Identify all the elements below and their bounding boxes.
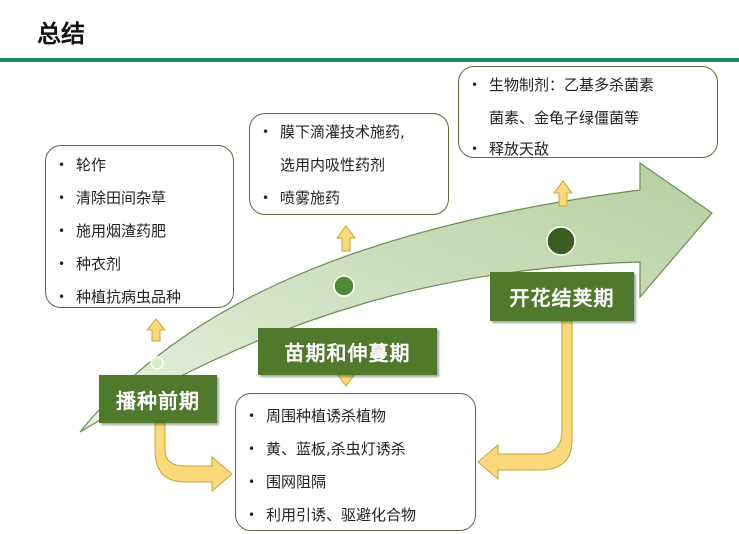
curved-arrow-icon: [477, 311, 573, 481]
stage-dot-1: [150, 356, 164, 370]
up-arrow-icon: [336, 225, 356, 252]
list-item: 种衣剂: [46, 248, 233, 281]
list-item: 清除田间杂草: [46, 182, 233, 215]
list-item: 黄、蓝板,杀虫灯诱杀: [236, 433, 475, 466]
list-item: 利用引诱、驱避化合物: [236, 499, 475, 532]
page-title: 总结: [37, 20, 85, 48]
stage-label-flowering: 开花结荚期: [490, 272, 634, 321]
stage-label-sowing: 播种前期: [99, 375, 217, 423]
stage-label-seedling: 苗期和伸蔓期: [258, 328, 437, 375]
list-item: 膜下滴灌技术施药,: [250, 116, 448, 149]
list-item: 施用烟渣药肥: [46, 215, 233, 248]
up-arrow-icon: [145, 318, 167, 342]
list-item: 周围种植诱杀植物: [236, 400, 475, 433]
stage-1-measures-box: 轮作 清除田间杂草 施用烟渣药肥 种衣剂 种植抗病虫品种: [45, 145, 234, 314]
list-item: 选用内吸性药剂: [280, 156, 386, 174]
common-measures-box: 周围种植诱杀植物 黄、蓝板,杀虫灯诱杀 围网阻隔 利用引诱、驱避化合物: [235, 393, 476, 532]
title-divider: [0, 58, 739, 62]
up-arrow-icon: [553, 180, 573, 207]
list-item: 菌素、金龟子绿僵菌等: [489, 109, 640, 127]
list-item: 种植抗病虫品种: [46, 281, 233, 314]
stage-3-measures-box: 生物制剂：乙基多杀菌素 菌素、金龟子绿僵菌等 释放天敌: [458, 66, 718, 158]
curved-arrow-icon: [154, 419, 233, 493]
stage-dot-3: [546, 226, 576, 256]
stage-dot-2: [333, 275, 355, 297]
list-item: 生物制剂：乙基多杀菌素: [459, 69, 717, 102]
list-item: 喷雾施药: [250, 182, 448, 215]
list-item: 释放天敌: [459, 135, 717, 157]
list-item: 围网阻隔: [236, 466, 475, 499]
list-item: 轮作: [46, 149, 233, 182]
stage-2-measures-box: 膜下滴灌技术施药, 选用内吸性药剂 喷雾施药: [249, 113, 449, 215]
